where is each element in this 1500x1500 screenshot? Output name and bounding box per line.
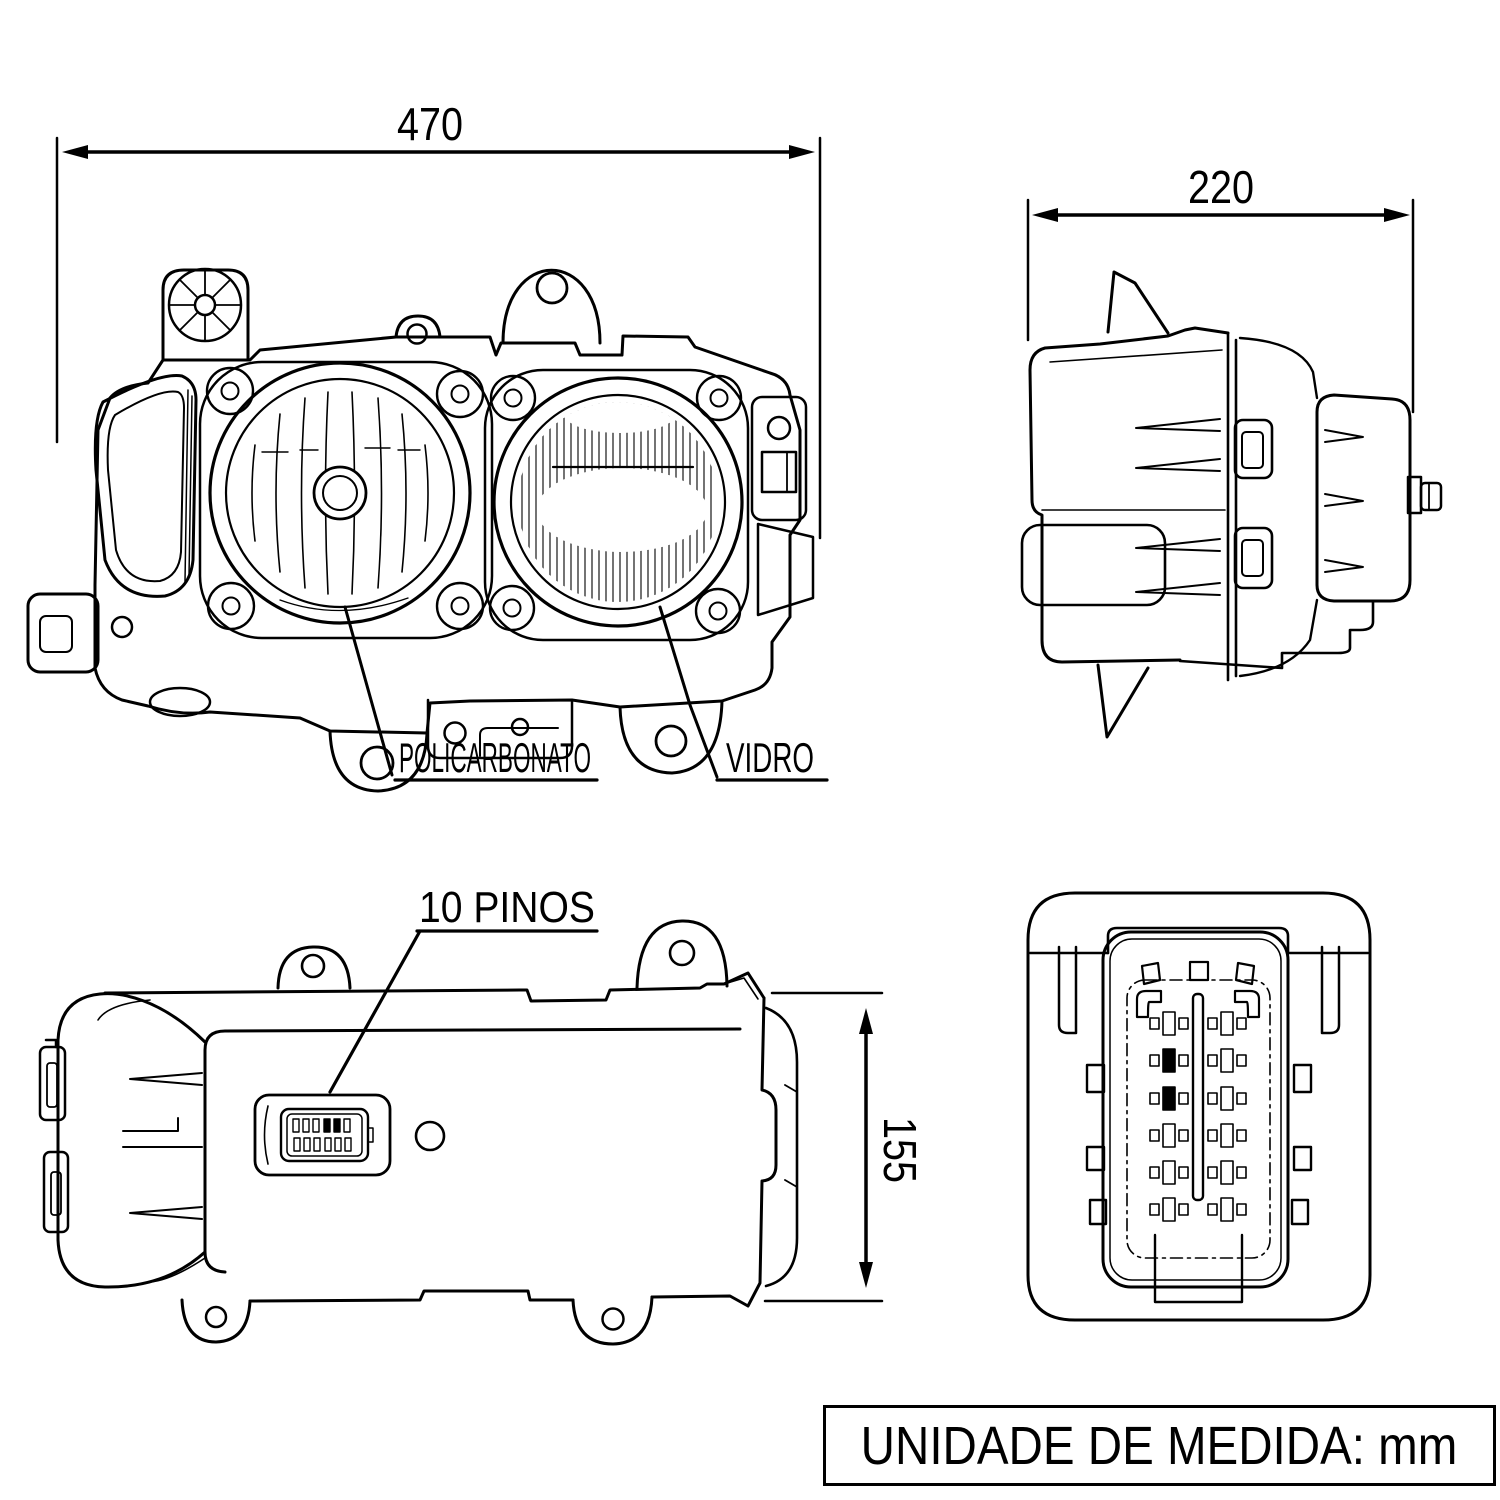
bottom-oval-slot bbox=[148, 686, 212, 718]
connector-keying-outline bbox=[1126, 979, 1271, 1259]
left-block bbox=[1028, 326, 1230, 664]
top-small-tab bbox=[394, 314, 442, 339]
hook-clip-left bbox=[1057, 945, 1078, 1035]
right-flap bbox=[756, 522, 815, 617]
headlight-housing-outline bbox=[26, 267, 815, 793]
right-lens-vidro bbox=[492, 376, 744, 628]
connector-socket bbox=[253, 1093, 392, 1177]
neck-contours bbox=[1238, 336, 1319, 678]
front-view: 470 bbox=[26, 98, 829, 793]
bottom-tab-left bbox=[328, 729, 429, 793]
lens-screws bbox=[205, 366, 743, 635]
right-bracket bbox=[750, 395, 808, 522]
arrow-left-icon bbox=[62, 145, 88, 159]
arrow-up-icon bbox=[859, 1008, 873, 1034]
bottom-tab-left-hole bbox=[359, 745, 395, 781]
bottom-tab-right bbox=[618, 699, 724, 775]
back-bottom-tab-left bbox=[180, 1298, 252, 1344]
back-housing bbox=[38, 919, 799, 1346]
connector-pins bbox=[292, 1118, 352, 1152]
bottom-center-bracket bbox=[426, 698, 574, 760]
dimension-220-value: 220 bbox=[1188, 161, 1254, 213]
connector-side-bumps bbox=[1085, 1063, 1313, 1226]
bottom-steps bbox=[1178, 599, 1392, 670]
bottom-tab-right-hole bbox=[654, 724, 688, 758]
back-view: 10 PINOS bbox=[38, 883, 926, 1346]
dimension-470: 470 bbox=[55, 98, 822, 540]
back-right-wall bbox=[764, 1006, 799, 1288]
back-top-tab-right bbox=[635, 919, 729, 990]
left-lens-center-inner bbox=[322, 475, 358, 511]
connector-stub bbox=[1406, 475, 1443, 515]
connector-pin-grid bbox=[1149, 1011, 1247, 1222]
connector-face bbox=[1101, 930, 1290, 1289]
back-panel-hole bbox=[414, 1120, 446, 1152]
back-top-tab-left bbox=[276, 945, 352, 990]
dimension-470-value: 470 bbox=[397, 98, 463, 150]
dimension-220: 220 bbox=[1026, 161, 1415, 414]
connector-detail-view bbox=[1026, 891, 1372, 1322]
back-panel bbox=[203, 996, 778, 1308]
label-policarbonato: POLICARBONATO bbox=[399, 734, 591, 781]
center-divider bbox=[1226, 331, 1238, 682]
side-fins-right bbox=[1324, 429, 1364, 573]
back-top-edge bbox=[103, 971, 766, 1003]
connector-top-keys bbox=[1140, 960, 1256, 986]
label-vidro: VIDRO bbox=[726, 734, 814, 781]
right-block bbox=[1315, 393, 1412, 603]
arrow-left-icon bbox=[1032, 208, 1058, 222]
top-fin bbox=[1106, 270, 1170, 335]
connector-top-tab bbox=[1106, 926, 1290, 955]
connector-outer-body bbox=[1026, 891, 1372, 1322]
connector-corner-brackets bbox=[1135, 989, 1261, 1019]
back-left-block bbox=[56, 992, 207, 1289]
callout-vidro: VIDRO bbox=[658, 605, 829, 782]
unit-note-text: UNIDADE DE MEDIDA: mm bbox=[861, 1415, 1458, 1476]
side-profile bbox=[1020, 270, 1443, 739]
connector-bottom-tab bbox=[1153, 1233, 1244, 1304]
side-view: 220 bbox=[1020, 161, 1443, 739]
arrow-right-icon bbox=[1384, 208, 1410, 222]
back-left-clips bbox=[38, 1038, 70, 1234]
housing-hole bbox=[110, 615, 134, 639]
callout-policarbonato: POLICARBONATO bbox=[343, 605, 599, 782]
hook-clip-right bbox=[1320, 945, 1341, 1035]
top-small-tab-hole bbox=[406, 323, 428, 345]
top-mount-tab-hole bbox=[535, 271, 569, 305]
back-fins bbox=[122, 1072, 203, 1220]
side-clips bbox=[1233, 418, 1274, 590]
right-lens-mount-plate bbox=[483, 368, 750, 642]
back-bottom-tab-right bbox=[571, 1295, 654, 1346]
dimension-155: 155 bbox=[763, 991, 926, 1303]
arrow-right-icon bbox=[789, 145, 815, 159]
top-mount-tab bbox=[501, 268, 602, 345]
arrow-down-icon bbox=[859, 1262, 873, 1288]
adjuster-wheel-icon bbox=[167, 267, 243, 343]
callout-10-pinos: 10 PINOS bbox=[328, 883, 599, 1094]
left-lens-policarbonato bbox=[208, 361, 472, 625]
side-fins-left bbox=[1135, 418, 1221, 596]
bottom-fin bbox=[1096, 663, 1150, 739]
label-10-pinos: 10 PINOS bbox=[419, 883, 595, 932]
side-marker-lens bbox=[93, 374, 198, 598]
left-lens-center bbox=[312, 465, 368, 521]
left-clip bbox=[26, 592, 100, 674]
connector-center-bar bbox=[1191, 992, 1205, 1202]
dimension-155-value: 155 bbox=[874, 1117, 926, 1183]
lower-left-block bbox=[1020, 523, 1167, 607]
unit-box: UNIDADE DE MEDIDA: mm bbox=[823, 1405, 1496, 1486]
